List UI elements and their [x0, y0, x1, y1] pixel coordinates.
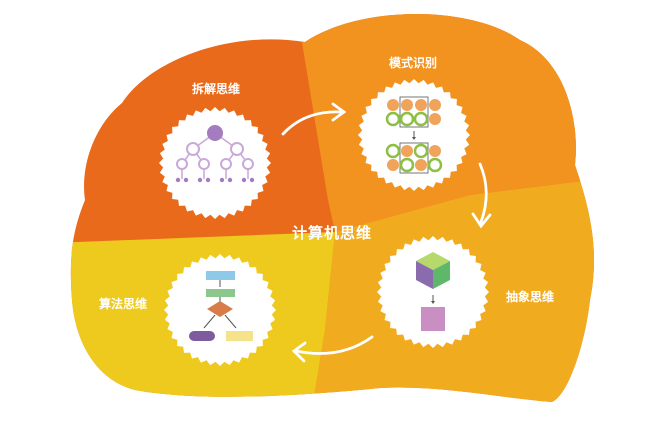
pattern-icon — [385, 96, 443, 174]
arrow-head-3 — [291, 341, 307, 363]
quadrant-algorithm — [70, 232, 335, 403]
pattern-badge — [358, 79, 470, 191]
badge-scalloped-circle — [377, 236, 489, 348]
cycle-arrows — [281, 102, 492, 363]
arrow-head-1 — [331, 102, 347, 122]
cube-to-square-icon — [416, 252, 450, 331]
label-decompose: 拆解思维 — [191, 82, 241, 96]
center-title: 计算机思维 — [291, 224, 373, 242]
arrow-abstraction-to-algorithm — [294, 335, 374, 355]
label-pattern: 模式识别 — [388, 56, 438, 70]
tree-icon — [175, 125, 255, 183]
flowchart-icon — [189, 271, 253, 341]
label-abstraction: 抽象思维 — [505, 290, 555, 304]
badge-scalloped-circle — [159, 107, 271, 219]
arrow-head-2 — [471, 212, 492, 229]
arrow-pattern-to-abstraction — [478, 162, 488, 224]
arrow-decompose-to-pattern — [281, 110, 344, 136]
algorithm-badge — [164, 254, 276, 366]
label-algorithm: 算法思维 — [98, 297, 148, 311]
abstraction-badge — [377, 236, 489, 348]
decompose-badge — [159, 107, 271, 219]
